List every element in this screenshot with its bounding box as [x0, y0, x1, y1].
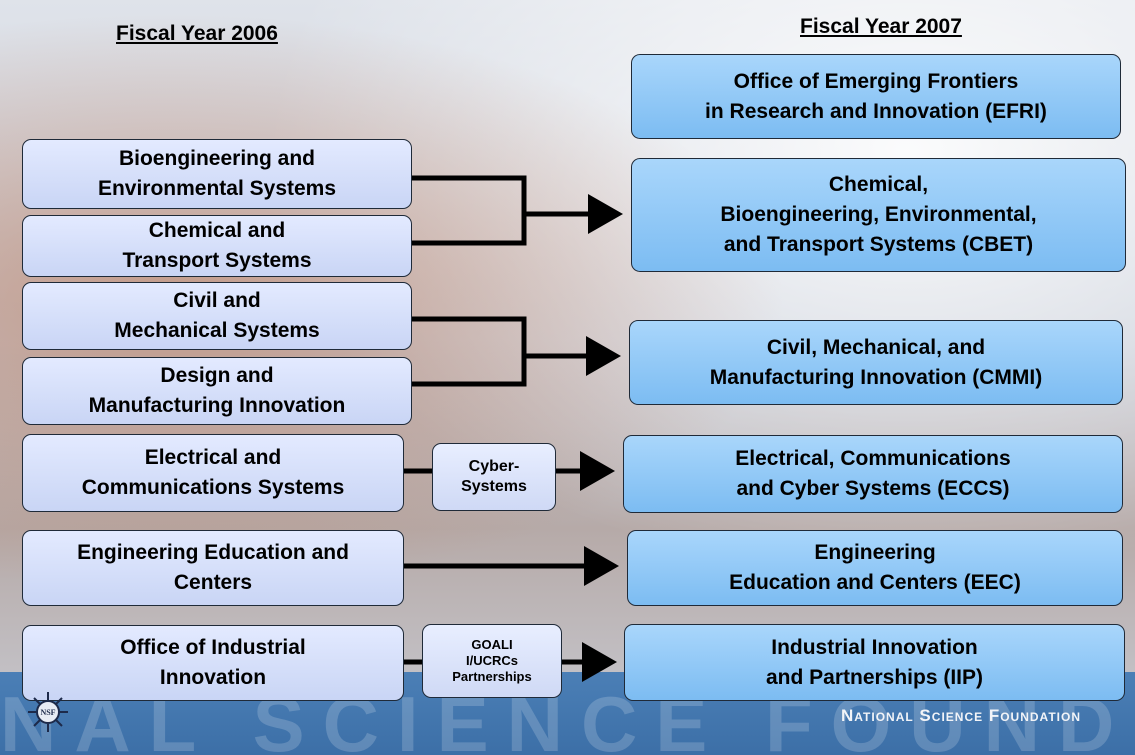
- connector-cms-dmi-bracket: [412, 316, 527, 387]
- box-cmmi: Civil, Mechanical, and Manufacturing Inn…: [629, 320, 1123, 405]
- nsf-logo-icon: NSF: [28, 692, 68, 732]
- connector-bes-cts-bracket: [412, 175, 527, 246]
- heading-fy2006: Fiscal Year 2006: [116, 22, 278, 45]
- box-industrial-innovation-office: Office of Industrial Innovation: [22, 625, 404, 701]
- box-efri: Office of Emerging Frontiers in Research…: [631, 54, 1121, 139]
- box-civil-mechanical: Civil and Mechanical Systems: [22, 282, 412, 350]
- box-electrical-communications: Electrical and Communications Systems: [22, 434, 404, 512]
- box-chemical-transport: Chemical and Transport Systems: [22, 215, 412, 277]
- box-eccs: Electrical, Communications and Cyber Sys…: [623, 435, 1123, 513]
- box-iip: Industrial Innovation and Partnerships (…: [624, 624, 1125, 701]
- box-design-manufacturing: Design and Manufacturing Innovation: [22, 357, 412, 425]
- box-goali-partnerships: GOALI I/UCRCs Partnerships: [422, 624, 562, 698]
- footer-organization: National Science Foundation: [841, 706, 1081, 725]
- box-engineering-education: Engineering Education and Centers: [22, 530, 404, 606]
- box-cyber-systems: Cyber- Systems: [432, 443, 556, 511]
- box-bioengineering-environmental: Bioengineering and Environmental Systems: [22, 139, 412, 209]
- box-eec: Engineering Education and Centers (EEC): [627, 530, 1123, 606]
- nsf-logo-text: NSF: [40, 708, 55, 717]
- box-cbet: Chemical, Bioengineering, Environmental,…: [631, 158, 1126, 272]
- heading-fy2007: Fiscal Year 2007: [800, 15, 962, 38]
